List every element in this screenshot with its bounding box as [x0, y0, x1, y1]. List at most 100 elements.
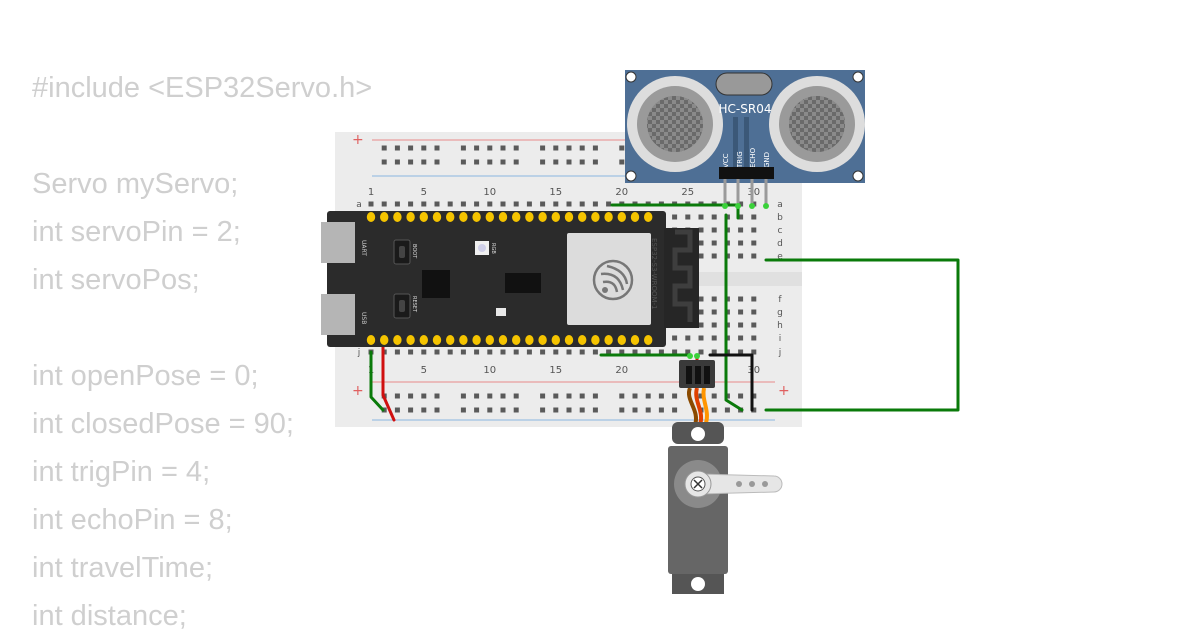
pin-label-vcc: VCC: [722, 153, 730, 168]
rail-hole: [394, 159, 400, 165]
header-pin: [406, 212, 415, 222]
terminal-hole: [460, 349, 466, 355]
rail-hole: [645, 393, 651, 399]
rail-hole: [487, 393, 493, 399]
rail-hole: [513, 159, 519, 165]
rail-hole: [513, 393, 519, 399]
terminal-hole: [487, 201, 493, 207]
transducer-left: [627, 76, 723, 172]
terminal-hole: [711, 296, 717, 302]
rail-hole: [632, 407, 638, 413]
header-pin: [446, 212, 455, 222]
rail-hole: [592, 407, 598, 413]
terminal-hole: [685, 335, 691, 341]
header-pin: [446, 335, 455, 345]
terminal-hole: [540, 201, 546, 207]
terminal-hole: [394, 349, 400, 355]
wire-black-servo-ground: [708, 353, 754, 412]
rail-hole: [566, 393, 572, 399]
terminal-hole: [658, 349, 664, 355]
row-letter: j: [357, 348, 361, 358]
antenna-trace: [672, 229, 693, 322]
esp32-board: UART USB BOOT RESET RGB ESP32-S3-WROOM-1: [321, 211, 699, 347]
module-label: ESP32-S3-WROOM-1: [650, 238, 658, 309]
terminal-hole: [513, 201, 519, 207]
terminal-hole: [751, 240, 757, 246]
rail-hole: [566, 145, 572, 151]
header-pin: [459, 335, 468, 345]
rail-hole: [619, 159, 625, 165]
header-pin: [485, 212, 494, 222]
rail-hole: [566, 159, 572, 165]
servo-motor: [668, 353, 783, 594]
code-line: int trigPin = 4;: [32, 456, 211, 488]
rail-hole: [434, 407, 440, 413]
rail-hole: [421, 145, 427, 151]
terminal-hole: [698, 322, 704, 328]
terminal-hole: [553, 201, 559, 207]
rail-hole: [540, 145, 546, 151]
column-number: 25: [681, 187, 694, 198]
crystal-oscillator: [715, 72, 773, 96]
rail-hole: [711, 407, 717, 413]
pin-label-gnd: GND: [763, 152, 771, 168]
terminal-hole: [474, 349, 480, 355]
header-pin: [498, 212, 508, 222]
terminal-hole: [751, 214, 757, 220]
servo-wire-brown: [686, 387, 699, 426]
rail-hole: [553, 159, 559, 165]
rail-hole: [619, 407, 625, 413]
header-pin: [604, 212, 613, 222]
terminal-hole: [421, 349, 427, 355]
terminal-hole: [592, 201, 598, 207]
usb-port-uart: [321, 222, 355, 263]
header-pin: [630, 212, 640, 222]
rail-hole: [738, 393, 744, 399]
header-pin: [564, 212, 574, 222]
terminal-hole: [751, 322, 757, 328]
terminal-hole: [526, 349, 532, 355]
mount-hole: [625, 71, 637, 83]
rail-hole: [394, 393, 400, 399]
terminal-hole: [592, 349, 598, 355]
rail-hole: [579, 407, 585, 413]
rail-hole: [460, 407, 466, 413]
rail-hole: [381, 159, 387, 165]
terminal-hole: [711, 227, 717, 233]
chip-regulator: [505, 273, 541, 293]
header-pin: [419, 335, 428, 345]
rail-hole: [474, 145, 480, 151]
antenna-area: [664, 228, 699, 328]
column-number: 20: [615, 187, 628, 198]
rail-hole: [434, 393, 440, 399]
terminal-hole: [698, 296, 704, 302]
row-letter: a: [777, 200, 783, 210]
rail-hole: [592, 159, 598, 165]
terminal-hole: [711, 322, 717, 328]
terminal-hole: [738, 349, 744, 355]
terminal-hole: [566, 201, 572, 207]
rail-hole: [579, 159, 585, 165]
rail-hole: [487, 159, 493, 165]
terminal-hole: [460, 201, 466, 207]
pin-label-echo: ECHO: [749, 147, 757, 168]
rail-hole: [460, 145, 466, 151]
rail-hole: [513, 407, 519, 413]
column-number: 5: [421, 187, 427, 198]
servo-screw-icon: [693, 479, 703, 489]
top-rail-plus: +: [352, 132, 364, 148]
column-number: 30: [747, 187, 760, 198]
terminal-hole: [751, 335, 757, 341]
code-line: int echoPin = 8;: [32, 504, 233, 536]
terminal-hole: [711, 349, 717, 355]
mount-hole: [852, 170, 864, 182]
sensor-header: [719, 167, 774, 179]
boot-label: BOOT: [411, 244, 417, 259]
rail-hole: [698, 393, 704, 399]
row-letter: e: [777, 252, 783, 262]
header-pin: [525, 335, 534, 345]
terminal-hole: [738, 253, 744, 259]
row-letter: h: [777, 321, 783, 331]
header-pin: [525, 212, 534, 222]
smd-led: [496, 308, 506, 316]
